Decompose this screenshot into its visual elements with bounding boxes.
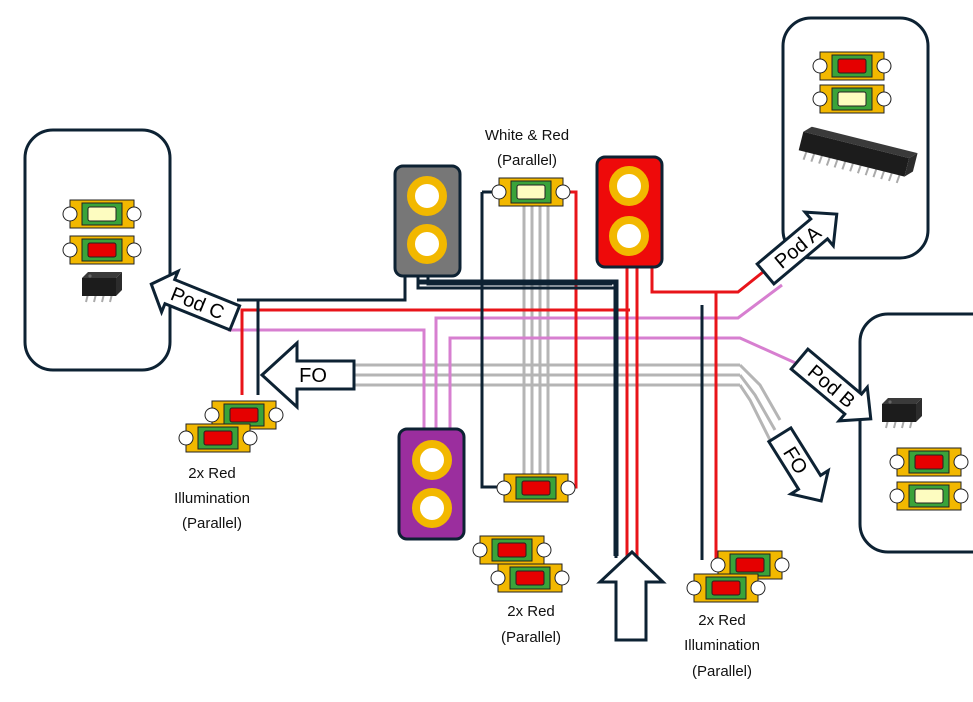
right-red-title: 2x Red (698, 612, 746, 629)
arrow-up-input (596, 549, 667, 642)
left-red-parallel: (Parallel) (182, 515, 242, 532)
white-red-title: White & Red (485, 127, 569, 144)
left-red-led-2 (178, 423, 258, 453)
pod-b-white-led (889, 481, 969, 511)
red-wires (240, 190, 769, 560)
pod-a-red-led (812, 51, 892, 81)
pod-a-white-led (812, 84, 892, 114)
right-red-parallel: (Parallel) (692, 663, 752, 680)
arrow-pod-a: Pod A (755, 210, 839, 286)
center-red-led-1 (472, 535, 552, 565)
arrow-fo-left: FO (259, 339, 356, 411)
gray-connector (393, 164, 462, 278)
arrow-fo-right: FO (766, 425, 831, 503)
fo-left-label: FO (299, 365, 327, 387)
left-red-illumination: Illumination (174, 490, 250, 507)
pink-wires (228, 283, 801, 430)
center-red-led-2 (490, 563, 570, 593)
center-red-title: 2x Red (507, 603, 555, 620)
right-red-led-2 (686, 573, 766, 603)
fiber-optic-lines (352, 205, 782, 480)
right-red-illumination: Illumination (684, 637, 760, 654)
left-red-title: 2x Red (188, 465, 236, 482)
pod-b-red-led (889, 447, 969, 477)
pod-a-ic-chip (798, 126, 918, 184)
center-red-parallel: (Parallel) (501, 629, 561, 646)
center-led (496, 473, 576, 503)
red-connector (595, 155, 664, 269)
purple-connector (397, 427, 466, 541)
white-red-subtitle: (Parallel) (497, 152, 557, 169)
white-red-led (491, 177, 571, 207)
pod-c-white-led (62, 199, 142, 229)
pod-b-enclosure (858, 312, 973, 554)
pod-c-red-led (62, 235, 142, 265)
